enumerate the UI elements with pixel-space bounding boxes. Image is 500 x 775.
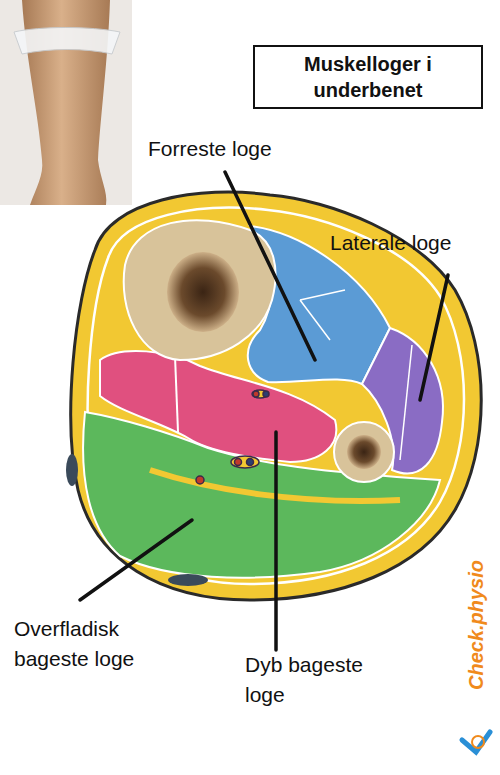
superficial-posterior-compartment [83,412,440,578]
leg-thumbnail [0,0,132,205]
fibula [334,422,394,482]
tibia [124,220,276,360]
title-text: Muskelloger i underbenet [278,51,458,103]
watermark: Check.physio [465,560,488,690]
compartment-label: Forreste loge [148,134,318,164]
compartment-label: Laterale loge [330,228,498,258]
compartment-label: Overfladisk bageste loge [14,614,182,674]
title-box: Muskelloger i underbenet [253,45,483,109]
compartment-label: Dyb bageste loge [245,650,385,710]
sural-vein [168,574,208,586]
vessels [196,390,269,484]
logo-symbol [462,732,490,752]
saphenous-vein [66,454,78,486]
